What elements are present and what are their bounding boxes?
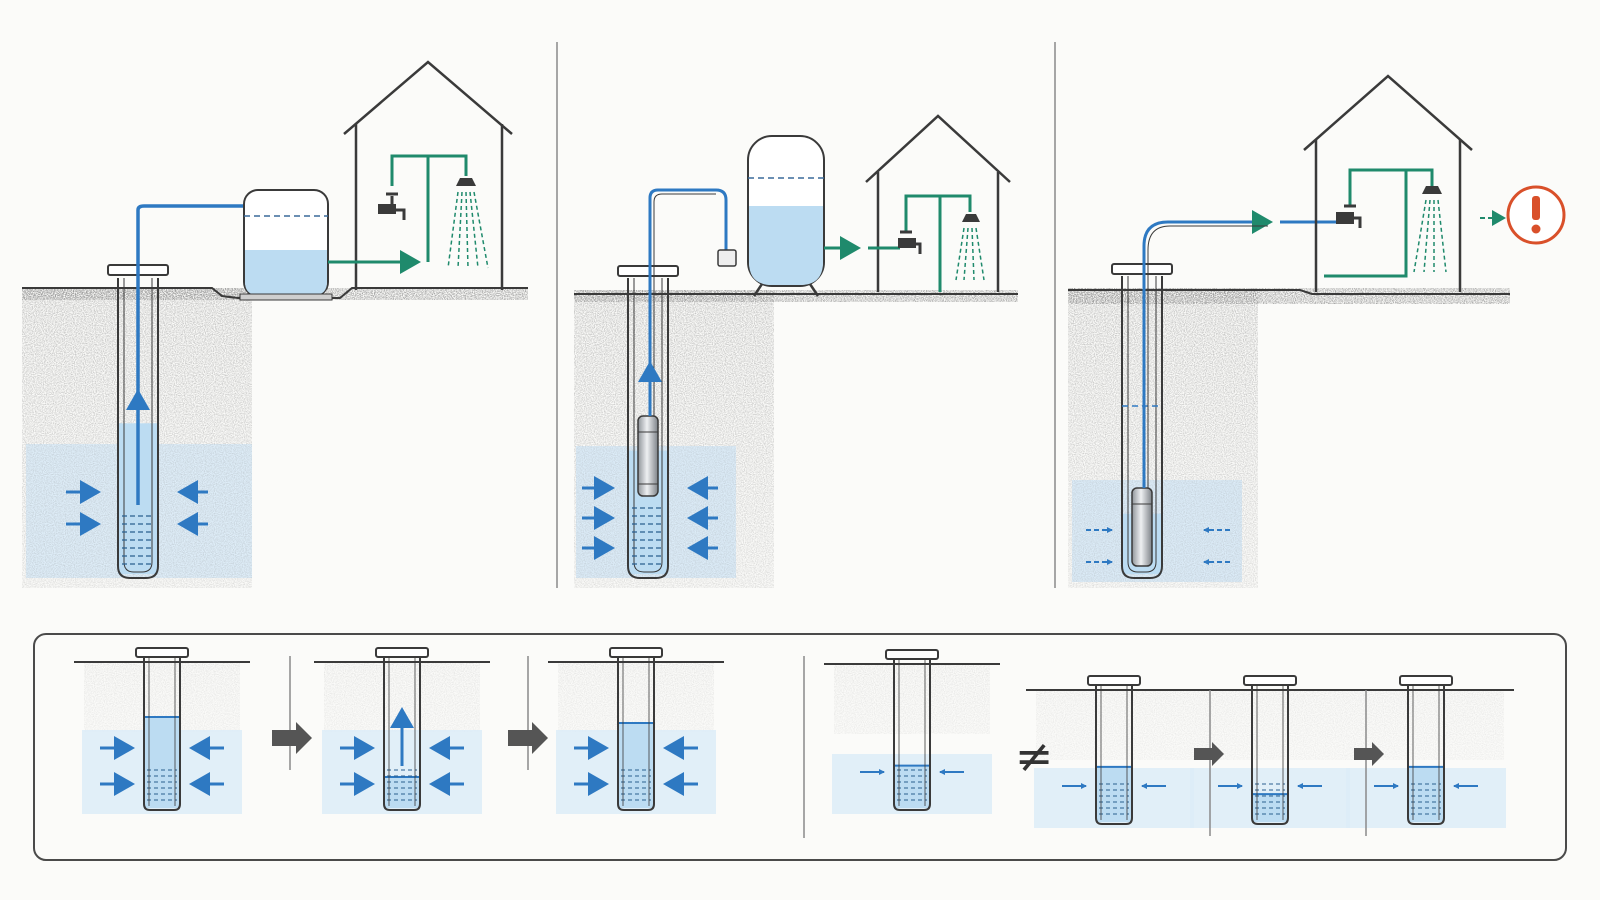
ground-line <box>22 287 528 299</box>
scene-direct-feed <box>1068 74 1566 588</box>
riser-pipe <box>1142 210 1273 488</box>
mini-well <box>548 647 724 814</box>
mini-well <box>74 647 250 814</box>
inflow-arrows <box>66 480 208 536</box>
not-equal-symbol: ≠ <box>1015 729 1054 783</box>
well-screen <box>632 507 664 565</box>
weak-inflow-arrows <box>1086 527 1230 565</box>
step-separators <box>289 656 1367 836</box>
mini-water-column <box>144 717 180 808</box>
submersible-pump <box>637 415 659 497</box>
well-screen <box>122 515 154 565</box>
inflow-arrows <box>582 476 718 560</box>
mini-water-column <box>1096 766 1132 822</box>
faucet-icon <box>378 192 406 220</box>
mini-well <box>1026 675 1202 828</box>
mini-well <box>314 647 490 814</box>
faucet-icon <box>1336 204 1362 228</box>
riser-pipe <box>648 188 728 416</box>
submersible-pump <box>1131 487 1153 567</box>
shower-icon <box>955 214 985 281</box>
storage-tank <box>239 189 333 301</box>
shower-icon <box>447 178 489 269</box>
mini-well <box>1182 675 1358 828</box>
house <box>1303 74 1473 292</box>
mini-water-column <box>1408 766 1444 822</box>
exclamation-circle-icon <box>1506 185 1566 245</box>
strip-wells <box>74 647 1514 828</box>
shower-icon <box>1413 186 1447 273</box>
mini-water-column <box>894 765 930 808</box>
scene-gravity-tank <box>22 60 528 588</box>
not-equal-icon: ≠ <box>1015 729 1054 783</box>
scene-pressure-tank <box>574 114 1018 588</box>
house <box>865 114 1011 292</box>
ground-line <box>1068 289 1510 295</box>
arrow-right-icon <box>272 722 1384 766</box>
pressure-tank <box>717 135 825 297</box>
mini-well <box>824 649 1000 814</box>
mini-well <box>1338 675 1514 828</box>
faucet-icon <box>898 230 922 254</box>
